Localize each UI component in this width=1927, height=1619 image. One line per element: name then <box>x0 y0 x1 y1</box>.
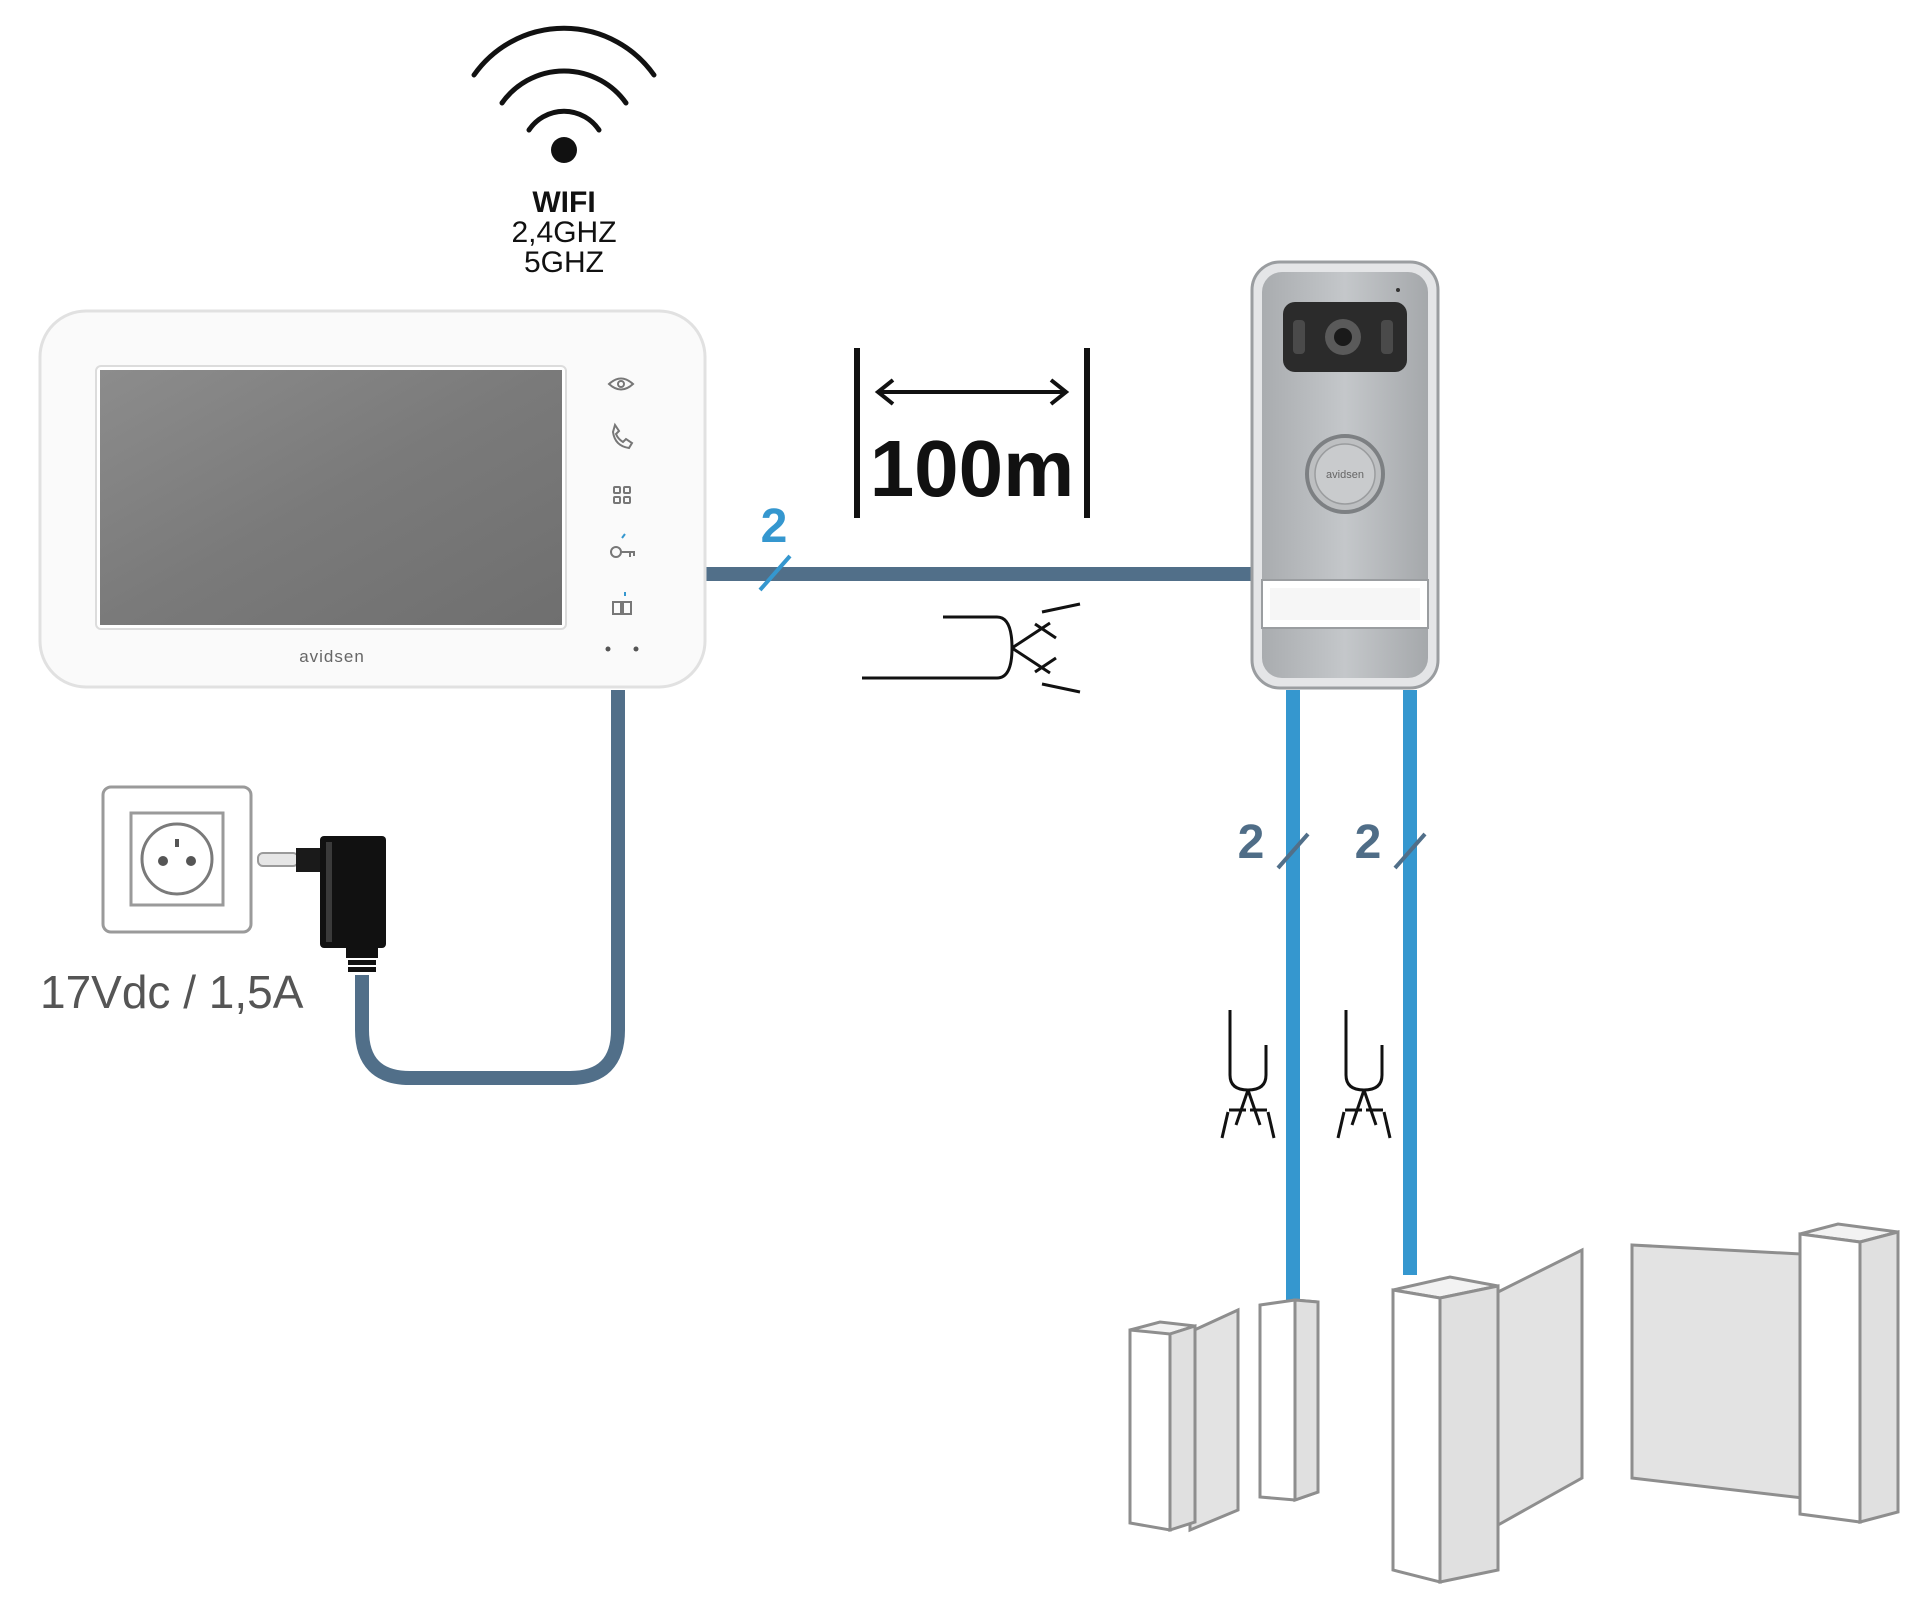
power-spec-label: 17Vdc / 1,5A <box>40 966 304 1018</box>
wire-count-doorbell-gate: 2 <box>1355 816 1382 869</box>
phone-icon[interactable] <box>611 422 634 450</box>
pedestrian-gate <box>1128 1298 1320 1533</box>
door-icon[interactable] <box>612 592 632 615</box>
wire-count-slash <box>1393 832 1427 870</box>
grid-icon[interactable] <box>613 486 631 504</box>
doorbell-brand: avidsen <box>1326 469 1364 481</box>
wifi-band-1: 2,4GHZ <box>511 216 616 249</box>
two-wire-cable-icon <box>1336 1010 1392 1139</box>
two-wire-cable-icon <box>862 602 1081 694</box>
power-adapter <box>257 836 386 972</box>
wall-socket <box>101 785 253 934</box>
wire-count-monitor-doorbell: 2 <box>761 500 788 553</box>
outdoor-doorbell: avidsen <box>1250 260 1440 690</box>
wifi-icon <box>471 25 657 163</box>
driveway-gate <box>1391 1222 1900 1584</box>
key-icon[interactable] <box>610 533 635 558</box>
wire-count-slash <box>758 554 792 592</box>
monitor-brand: avidsen <box>299 647 365 666</box>
eye-icon[interactable] <box>607 377 635 391</box>
wifi-band-2: 5GHZ <box>524 246 604 279</box>
distance-label: 100m <box>870 424 1075 513</box>
distance-marker <box>854 348 1090 518</box>
monitor-screen <box>100 370 562 625</box>
led-indicator <box>633 646 639 652</box>
wire-count-doorbell-lock: 2 <box>1238 816 1265 869</box>
wifi-title: WIFI <box>532 186 595 219</box>
two-wire-cable-icon <box>1220 1010 1276 1139</box>
indoor-monitor: avidsen <box>38 309 707 689</box>
wire-count-slash <box>1276 832 1310 870</box>
led-indicator <box>605 646 611 652</box>
cable-power <box>355 690 625 1085</box>
